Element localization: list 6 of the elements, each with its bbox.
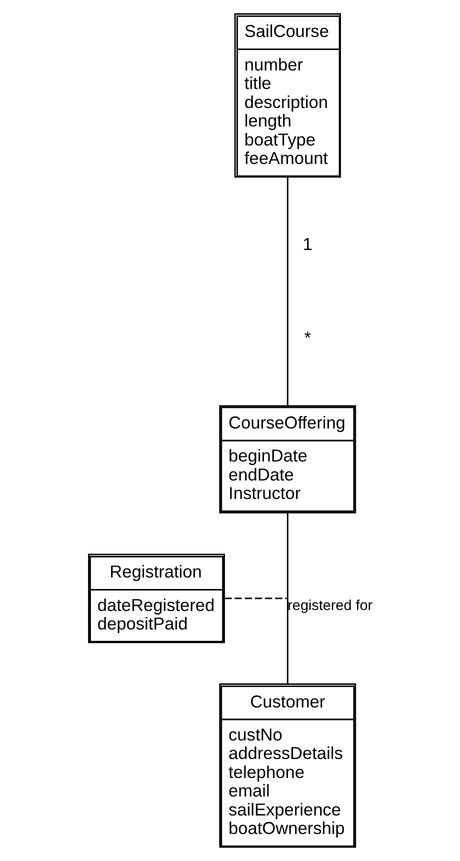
connector <box>286 177 288 406</box>
connector <box>224 598 287 600</box>
edge-label: registered for <box>288 598 373 614</box>
label: * <box>304 327 311 348</box>
label: 1 <box>302 234 312 254</box>
connector <box>286 512 288 684</box>
